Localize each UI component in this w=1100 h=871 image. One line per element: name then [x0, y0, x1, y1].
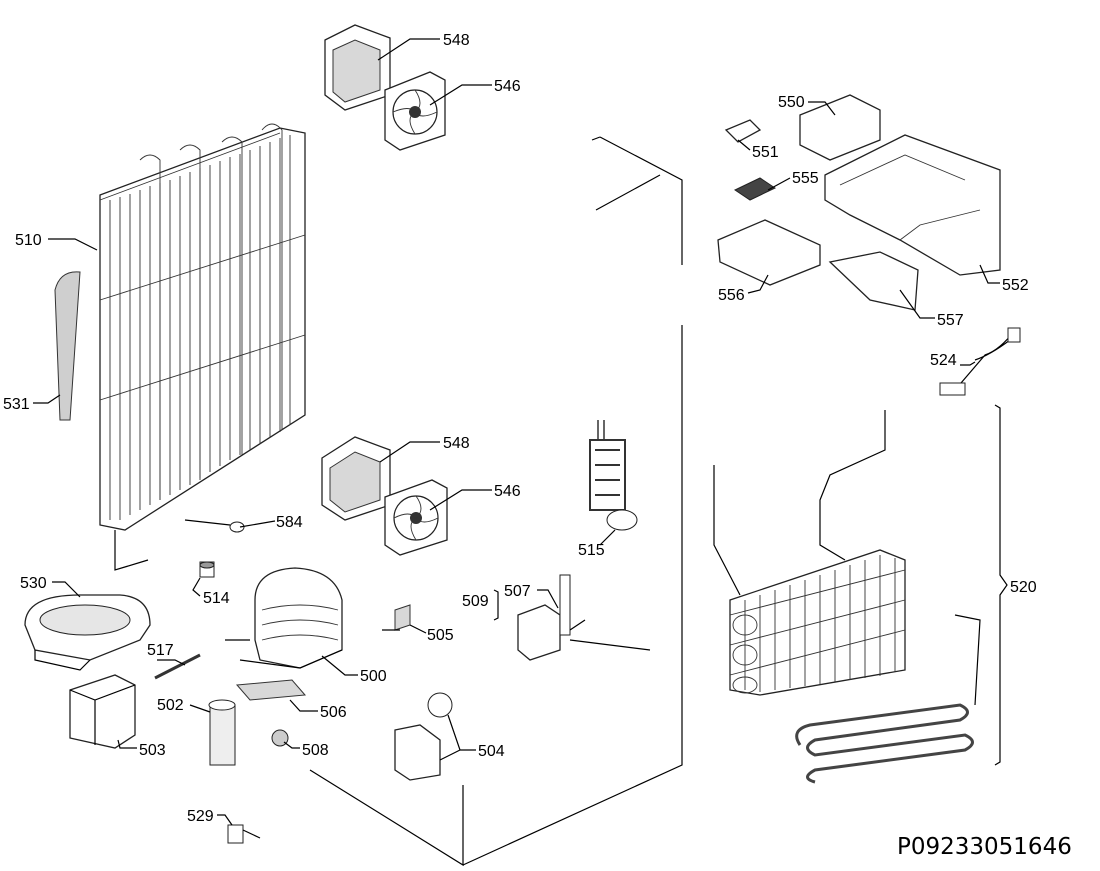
callout-557: 557	[937, 312, 964, 329]
callout-584: 584	[276, 514, 303, 531]
callout-556: 556	[718, 287, 745, 304]
callout-515: 515	[578, 542, 605, 559]
callout-530: 530	[20, 575, 47, 592]
callout-555: 555	[792, 170, 819, 187]
callout-506: 506	[320, 704, 347, 721]
condenser-coil	[99, 123, 306, 571]
mounting-plate	[235, 679, 307, 701]
fan-top	[384, 71, 446, 151]
fan-shroud-top	[324, 24, 391, 111]
drip-tray	[24, 594, 151, 671]
callout-520: 520	[1010, 579, 1037, 596]
fan-shroud-mid	[321, 436, 391, 521]
starter-relay	[394, 692, 453, 781]
leader-lines	[33, 38, 1008, 826]
heater-wire-strip	[54, 271, 81, 421]
callout-546-top: 546	[494, 78, 521, 95]
defrost-heater	[589, 420, 638, 531]
service-valve	[227, 824, 261, 844]
callout-514: 514	[203, 590, 230, 607]
evaporator-coil	[713, 410, 981, 784]
callout-551: 551	[752, 144, 779, 161]
cabinet-outline	[309, 136, 683, 867]
callout-502: 502	[157, 697, 184, 714]
callout-509: 509	[462, 593, 489, 610]
callout-550: 550	[778, 94, 805, 111]
reference-code: P09233051646	[897, 834, 1072, 860]
callout-548-top: 548	[443, 32, 470, 49]
callout-510: 510	[15, 232, 42, 249]
callout-500: 500	[360, 668, 387, 685]
callout-531: 531	[3, 396, 30, 413]
callout-524: 524	[930, 352, 957, 369]
callout-504: 504	[478, 743, 505, 760]
callout-546-mid: 546	[494, 483, 521, 500]
relay-cover	[69, 674, 136, 749]
compressor	[225, 567, 343, 669]
callout-529: 529	[187, 808, 214, 825]
callout-548-mid: 548	[443, 435, 470, 452]
callout-517: 517	[147, 642, 174, 659]
temperature-probe	[184, 519, 245, 533]
thermostat-capillary	[154, 653, 201, 680]
compressor-grommet	[199, 561, 215, 578]
callout-507: 507	[504, 583, 531, 600]
callout-552: 552	[1002, 277, 1029, 294]
bracket-clip	[382, 604, 411, 631]
solenoid-valve	[517, 574, 651, 661]
air-duct-assembly	[717, 94, 1001, 311]
callout-503: 503	[139, 742, 166, 759]
callout-508: 508	[302, 742, 329, 759]
callout-labels: 548 546 510 531 550 551 555 552 556 557 …	[3, 32, 1037, 825]
wire-harness	[939, 327, 1021, 396]
callout-505: 505	[427, 627, 454, 644]
start-capacitor	[208, 699, 236, 766]
fan-mid	[384, 479, 448, 556]
